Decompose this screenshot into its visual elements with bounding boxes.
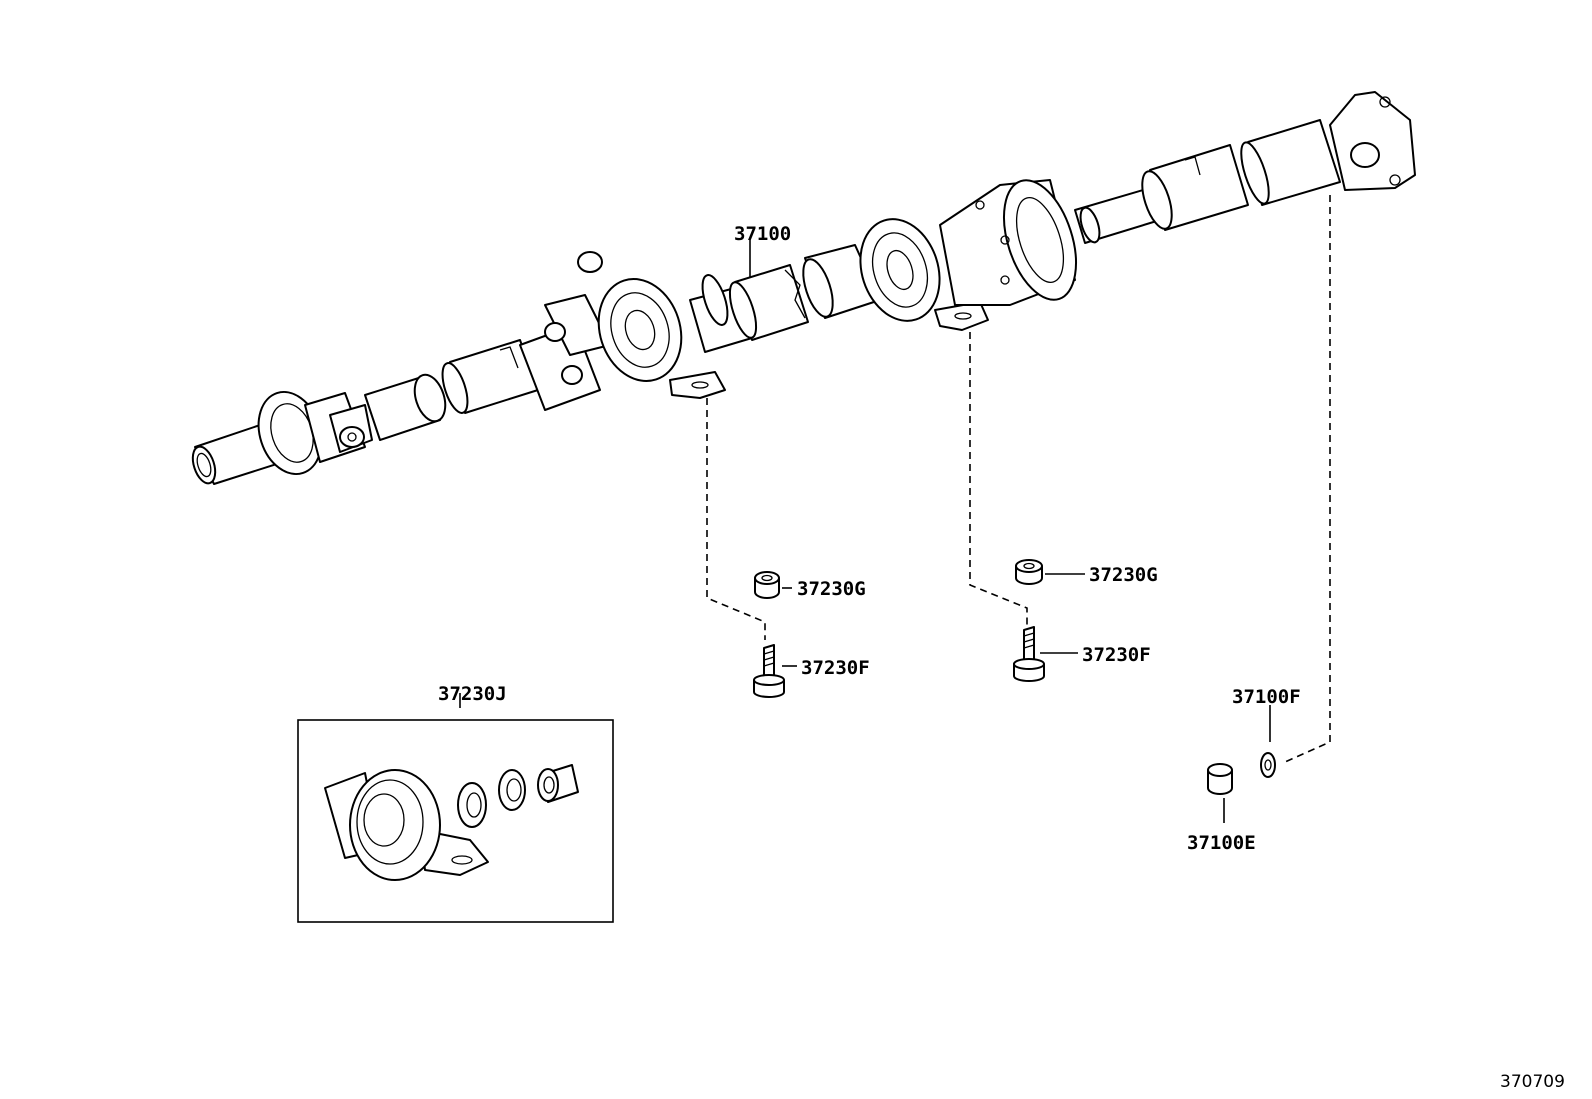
rear-flange-yoke (1329, 91, 1416, 191)
rear-tube-end (1240, 119, 1341, 206)
front-sleeve-yoke (364, 373, 447, 441)
center-bearing-rear (859, 218, 989, 331)
center-bearing-inset[interactable] (297, 719, 614, 923)
label-bolt-right: 37230F (1082, 644, 1151, 666)
leader-lines (459, 195, 1331, 823)
label-washer-rear: 37100F (1232, 686, 1301, 708)
middle-universal-joint (519, 251, 611, 411)
inset-nut (537, 764, 579, 803)
label-center-bearing-assy: 37230J (438, 683, 507, 705)
label-propeller-shaft: 37100 (734, 223, 791, 245)
washer-37100F[interactable] (1260, 752, 1276, 778)
middle-tube (728, 264, 809, 341)
label-bolt-left: 37230F (801, 657, 870, 679)
nut-37100E[interactable] (1207, 763, 1233, 795)
label-nut-rear: 37100E (1187, 832, 1256, 854)
label-washer-left: 37230G (797, 578, 866, 600)
front-tube (441, 339, 539, 414)
washer-37230G-left[interactable] (754, 571, 780, 599)
rear-cv-housing (939, 179, 1077, 306)
front-flange-yoke (257, 390, 373, 476)
inset-washer-1 (457, 782, 487, 828)
propeller-shaft-assembly[interactable] (189, 91, 1416, 486)
rear-tube (1141, 144, 1249, 231)
label-washer-right: 37230G (1089, 564, 1158, 586)
center-bearing-37230J (324, 769, 489, 881)
center-bearing-front (597, 278, 726, 399)
diagram-reference-code: 370709 (1500, 1072, 1565, 1092)
washer-37230G-right[interactable] (1015, 559, 1043, 585)
inset-washer-2 (498, 769, 526, 811)
bolt-37230F-left[interactable] (753, 644, 785, 698)
bolt-37230F-right[interactable] (1013, 626, 1045, 682)
